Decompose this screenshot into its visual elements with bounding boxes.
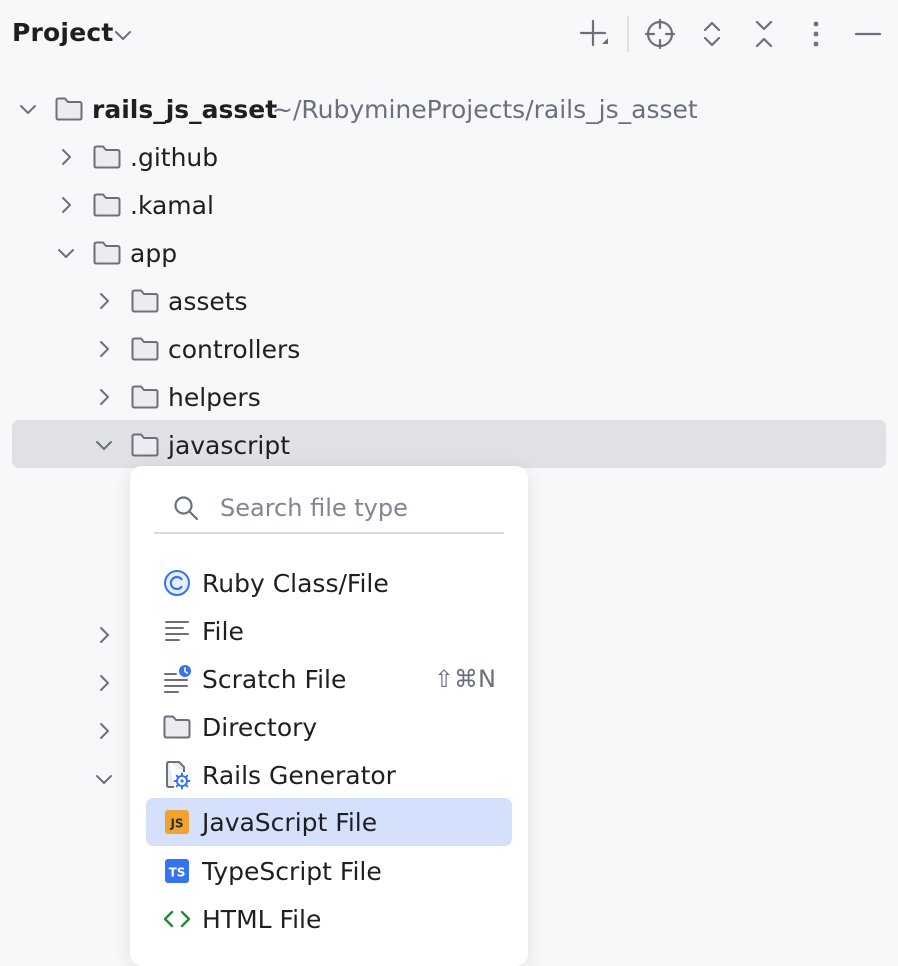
tree-item-controllers[interactable]: controllers [0, 325, 898, 373]
tree-item-label: app [130, 239, 178, 268]
menu-item-rails-generator[interactable]: Rails Generator [146, 751, 512, 799]
project-toolwindow-header: Project [0, 0, 898, 70]
search-input[interactable] [218, 490, 492, 526]
tree-item-label: helpers [168, 383, 261, 412]
chevron-right-icon[interactable] [94, 673, 114, 697]
more-options-icon[interactable] [796, 14, 836, 54]
menu-item-label: Ruby Class/File [202, 569, 389, 598]
menu-item-label: JavaScript File [202, 808, 378, 837]
chevron-right-icon[interactable] [94, 291, 114, 315]
folder-icon [54, 96, 84, 126]
chevron-down-icon[interactable] [18, 99, 38, 123]
tree-root-path: ~/RubymineProjects/rails_js_asset [272, 95, 698, 124]
svg-text:JS: JS [169, 817, 183, 831]
collapse-all-icon[interactable] [744, 14, 784, 54]
chevron-right-icon[interactable] [94, 339, 114, 363]
tree-item-github[interactable]: .github [0, 133, 898, 181]
tree-item-label: javascript [168, 431, 291, 460]
menu-item-label: HTML File [202, 905, 322, 934]
folder-icon [130, 432, 160, 462]
chevron-right-icon[interactable] [94, 625, 114, 649]
menu-item-label: Directory [202, 713, 318, 742]
folder-icon [162, 713, 192, 741]
menu-item-javascript-file[interactable]: JS JavaScript File [146, 798, 512, 846]
toolwindow-title[interactable]: Project [12, 18, 114, 47]
ruby-class-icon [162, 569, 192, 597]
folder-icon [92, 192, 122, 222]
expand-all-icon[interactable] [692, 14, 732, 54]
javascript-icon: JS [162, 808, 192, 836]
chevron-right-icon[interactable] [56, 147, 76, 171]
menu-item-label: Scratch File [202, 665, 347, 694]
menu-item-label: Rails Generator [202, 761, 396, 790]
menu-item-scratch-file[interactable]: Scratch File ⇧⌘N [146, 655, 512, 703]
folder-icon [130, 288, 160, 318]
chevron-down-icon[interactable] [56, 243, 76, 267]
chevron-right-icon[interactable] [56, 195, 76, 219]
tree-item-label: .github [130, 143, 219, 172]
html-icon [162, 905, 192, 933]
scratch-file-icon [162, 665, 192, 693]
tree-item-helpers[interactable]: helpers [0, 373, 898, 421]
menu-item-directory[interactable]: Directory [146, 703, 512, 751]
add-icon[interactable] [574, 14, 614, 54]
file-lines-icon [162, 617, 192, 645]
svg-text:TS: TS [169, 866, 186, 880]
rails-generator-icon [162, 761, 192, 790]
folder-icon [130, 336, 160, 366]
menu-item-file[interactable]: File [146, 607, 512, 655]
chevron-down-icon[interactable] [94, 769, 114, 793]
chevron-down-icon[interactable] [94, 435, 114, 459]
minimize-icon[interactable] [848, 14, 888, 54]
typescript-icon: TS [162, 857, 192, 885]
folder-icon [130, 384, 160, 414]
tree-item-app[interactable]: app [0, 229, 898, 277]
new-file-type-popup: Ruby Class/File File Scratch File ⇧⌘N Di… [130, 466, 528, 966]
tree-item-javascript[interactable]: javascript [0, 421, 898, 469]
tree-root-name: rails_js_asset [92, 95, 278, 124]
tree-item-label: controllers [168, 335, 301, 364]
tree-item-label: assets [168, 287, 248, 316]
tree-root-row[interactable]: rails_js_asset ~/RubymineProjects/rails_… [0, 85, 898, 133]
menu-item-typescript-file[interactable]: TS TypeScript File [146, 847, 512, 895]
toolbar-separator [627, 16, 629, 52]
menu-item-label: File [202, 617, 244, 646]
folder-icon [92, 240, 122, 270]
chevron-right-icon[interactable] [94, 721, 114, 745]
folder-icon [92, 144, 122, 174]
locate-icon[interactable] [640, 14, 680, 54]
menu-item-ruby-class[interactable]: Ruby Class/File [146, 559, 512, 607]
search-icon [172, 494, 200, 526]
chevron-right-icon[interactable] [94, 387, 114, 411]
tree-item-assets[interactable]: assets [0, 277, 898, 325]
search-field[interactable] [154, 484, 504, 534]
chevron-down-icon[interactable] [113, 25, 133, 49]
menu-item-label: TypeScript File [202, 857, 382, 886]
tree-item-label: .kamal [130, 191, 214, 220]
tree-item-kamal[interactable]: .kamal [0, 181, 898, 229]
menu-item-html-file[interactable]: HTML File [146, 895, 512, 943]
keyboard-shortcut: ⇧⌘N [433, 665, 496, 693]
